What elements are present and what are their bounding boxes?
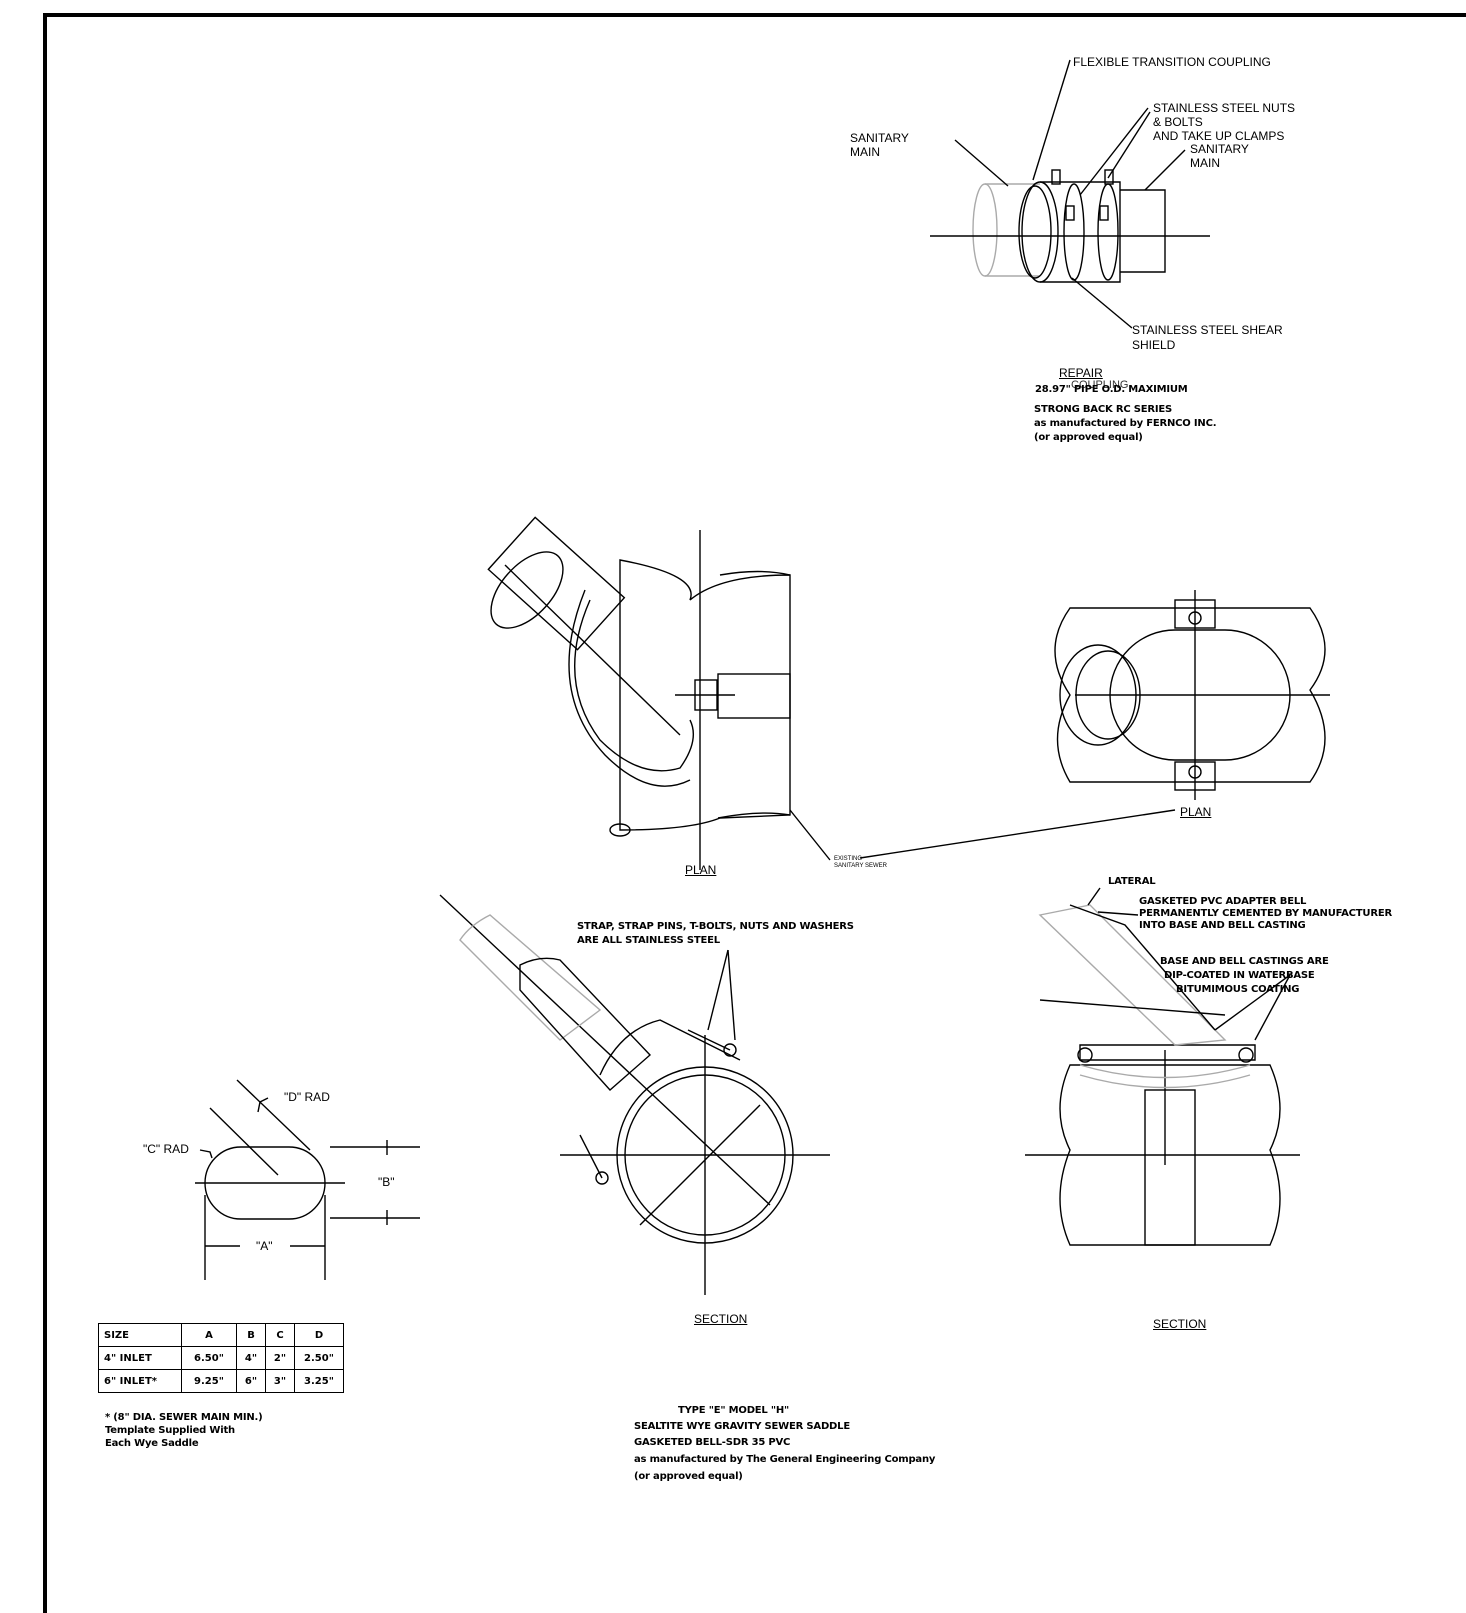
section-center-label: SECTION (694, 1312, 748, 1326)
table-cell: 6" (236, 1369, 266, 1393)
sanitary-main-right-line-2: MAIN (1190, 156, 1220, 170)
coupling-note-3: as manufactured by FERNCO INC. (1034, 418, 1217, 429)
casting-note-line-2: DIP-COATED IN WATERBASE (1164, 970, 1315, 981)
template-size-table: SIZE A B C D 4" INLET 6.50" 4" 2" 2.50" … (98, 1323, 344, 1393)
table-header-cell: C (265, 1323, 295, 1347)
coupling-note-1: 28.97" PIPE O.D. MAXIMIUM (1035, 384, 1188, 395)
template-footnote-2: Template Supplied With (105, 1425, 235, 1436)
shear-shield-label-line-1: STAINLESS STEEL SHEAR (1132, 323, 1283, 337)
existing-sewer-label-line-1: EXISTING (834, 856, 863, 862)
nuts-bolts-label-line-2: & BOLTS (1153, 115, 1203, 129)
casting-note-line-1: BASE AND BELL CASTINGS ARE (1160, 956, 1329, 967)
repair-coupling-title-line-2: COUPLING (1071, 379, 1129, 391)
strap-note-line-2: ARE ALL STAINLESS STEEL (577, 935, 720, 946)
a-dimension-label: "A" (256, 1239, 273, 1253)
c-rad-label: "C" RAD (143, 1142, 189, 1156)
plan-left-label: PLAN (685, 863, 717, 877)
saddle-note-2: SEALTITE WYE GRAVITY SEWER SADDLE (634, 1421, 850, 1432)
table-cell: 2" (265, 1346, 295, 1370)
adapter-note-line-3: INTO BASE AND BELL CASTING (1139, 920, 1306, 931)
table-header-cell: B (236, 1323, 266, 1347)
saddle-plan-right-drawing (859, 590, 1330, 859)
table-cell: 2.50" (294, 1346, 344, 1370)
lateral-label: LATERAL (1108, 876, 1156, 887)
coupling-note-4: (or approved equal) (1034, 432, 1143, 443)
saddle-section-right-drawing (1025, 887, 1300, 1246)
sanitary-main-right-line-1: SANITARY (1190, 142, 1249, 156)
plan-right-label: PLAN (1180, 805, 1212, 819)
table-header-row: SIZE A B C D (98, 1323, 344, 1347)
table-row: 6" INLET* 9.25" 6" 3" 3.25" (98, 1369, 344, 1393)
table-row: 4" INLET 6.50" 4" 2" 2.50" (98, 1346, 344, 1370)
table-cell: 4" INLET (98, 1346, 182, 1370)
template-footnote-3: Each Wye Saddle (105, 1438, 199, 1449)
table-header-cell: D (294, 1323, 344, 1347)
strap-note-line-1: STRAP, STRAP PINS, T-BOLTS, NUTS AND WAS… (577, 921, 854, 932)
table-cell: 9.25" (181, 1369, 237, 1393)
table-cell: 3.25" (294, 1369, 344, 1393)
table-cell: 6" INLET* (98, 1369, 182, 1393)
table-header-cell: SIZE (98, 1323, 182, 1347)
sanitary-main-left-line-2: MAIN (850, 145, 880, 159)
b-dimension-label: "B" (378, 1175, 395, 1189)
template-slot-drawing (195, 1079, 420, 1280)
nuts-bolts-label-line-3: AND TAKE UP CLAMPS (1153, 129, 1285, 143)
table-cell: 6.50" (181, 1346, 237, 1370)
table-header-cell: A (181, 1323, 237, 1347)
repair-coupling-title: REPAIR (1059, 366, 1103, 380)
table-cell: 3" (265, 1369, 295, 1393)
sheet-border (43, 13, 1466, 1613)
adapter-note-line-1: GASKETED PVC ADAPTER BELL (1139, 896, 1307, 907)
repair-coupling-drawing (930, 59, 1210, 329)
coupling-note-2: STRONG BACK RC SERIES (1034, 404, 1173, 415)
nuts-bolts-label-line-1: STAINLESS STEEL NUTS (1153, 101, 1296, 115)
saddle-note-1: TYPE "E" MODEL "H" (678, 1405, 790, 1416)
flexible-coupling-label: FLEXIBLE TRANSITION COUPLING (1073, 55, 1271, 69)
saddle-note-3: GASKETED BELL-SDR 35 PVC (634, 1437, 791, 1448)
table-cell: 4" (236, 1346, 266, 1370)
saddle-section-center-drawing (439, 894, 830, 1295)
adapter-note-line-2: PERMANENTLY CEMENTED BY MANUFACTURER (1139, 908, 1392, 919)
saddle-note-4: as manufactured by The General Engineeri… (634, 1454, 936, 1465)
existing-sewer-label-line-2: SANITARY SEWER (834, 863, 888, 869)
template-footnote-1: * (8" DIA. SEWER MAIN MIN.) (105, 1412, 263, 1423)
shear-shield-label-line-2: SHIELD (1132, 338, 1176, 352)
saddle-note-5: (or approved equal) (634, 1471, 743, 1482)
casting-note-line-3: BITUMIMOUS COATING (1176, 984, 1300, 995)
section-right-label: SECTION (1153, 1317, 1207, 1331)
sanitary-main-left-line-1: SANITARY (850, 131, 909, 145)
d-rad-label: "D" RAD (284, 1090, 330, 1104)
saddle-plan-left-drawing (487, 516, 831, 870)
